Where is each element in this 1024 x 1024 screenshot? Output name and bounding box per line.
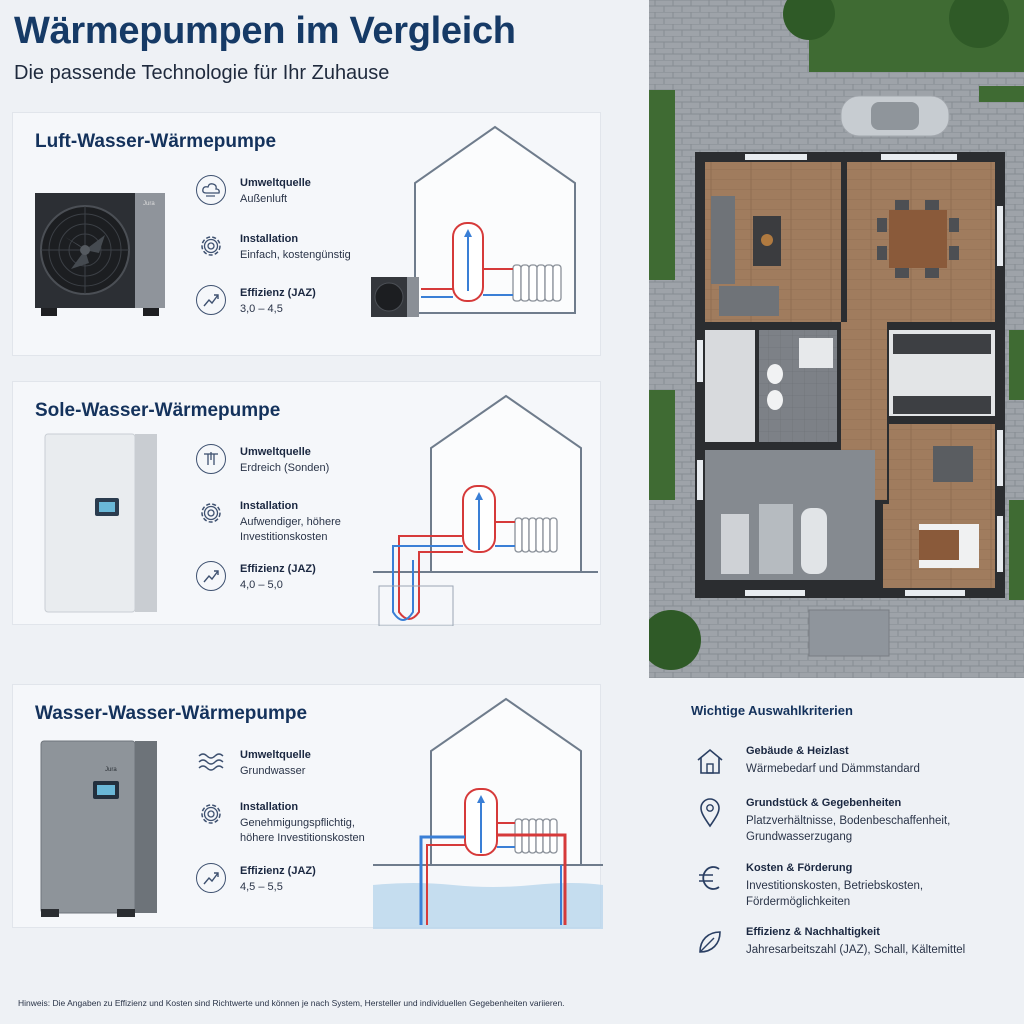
criterion-value-line2: Fördermöglichkeiten: [746, 896, 851, 908]
efficiency-value: 4,5 – 5,5: [240, 881, 283, 893]
criterion-costs: Kosten & Förderung Investitionskosten, B…: [694, 862, 1014, 910]
house-diagram-groundwater: [373, 697, 603, 929]
efficiency-label: Effizienz (JAZ): [240, 563, 316, 575]
installation-value-line1: Genehmigungspflichtig,: [240, 817, 355, 829]
source-label: Umweltquelle: [240, 749, 311, 761]
feature-efficiency: Effizienz (JAZ) 4,0 – 5,0: [196, 561, 386, 593]
gear-icon: [196, 231, 226, 261]
efficiency-chart-icon: [196, 863, 226, 893]
house-diagram-ground: [373, 394, 598, 626]
efficiency-value: 4,0 – 5,0: [240, 579, 283, 591]
criterion-value-line1: Platzverhältnisse, Bodenbeschaffenheit,: [746, 815, 951, 827]
card-title: Luft-Wasser-Wärmepumpe: [35, 131, 277, 152]
installation-value-line1: Aufwendiger, höhere: [240, 516, 341, 528]
water-waves-icon: [196, 747, 226, 777]
criteria-heading: Wichtige Auswahlkriterien: [691, 703, 853, 718]
installation-label: Installation: [240, 500, 299, 512]
source-label: Umweltquelle: [240, 446, 311, 458]
source-value: Grundwasser: [240, 765, 306, 777]
card-title: Wasser-Wasser-Wärmepumpe: [35, 703, 308, 724]
cloud-wind-icon: [196, 175, 226, 205]
feature-efficiency: Effizienz (JAZ) 3,0 – 4,5: [196, 285, 386, 317]
efficiency-label: Effizienz (JAZ): [240, 865, 316, 877]
card-brine-water: Sole-Wasser-Wärmepumpe Umweltquelle Erdr…: [12, 381, 601, 626]
card-air-water: Luft-Wasser-Wärmepumpe Jura Umweltquelle…: [12, 112, 601, 356]
house-icon: [694, 745, 726, 777]
source-value: Außenluft: [240, 193, 288, 205]
feature-source: Umweltquelle Außenluft: [196, 175, 386, 207]
efficiency-label: Effizienz (JAZ): [240, 287, 316, 299]
gear-icon: [196, 799, 226, 829]
installation-value-line2: höhere Investitionskosten: [240, 832, 365, 844]
floor-plan-image: [649, 0, 1024, 678]
card-title: Sole-Wasser-Wärmepumpe: [35, 400, 281, 421]
criterion-label: Effizienz & Nachhaltigkeit: [746, 926, 880, 938]
euro-icon: [694, 862, 726, 894]
location-pin-icon: [694, 797, 726, 829]
criterion-value-line1: Investitionskosten, Betriebskosten,: [746, 880, 924, 892]
installation-label: Installation: [240, 233, 299, 245]
installation-value: Einfach, kostengünstig: [240, 249, 351, 261]
efficiency-chart-icon: [196, 561, 226, 591]
feature-installation: Installation Einfach, kostengünstig: [196, 231, 386, 263]
feature-efficiency: Effizienz (JAZ) 4,5 – 5,5: [196, 863, 386, 895]
ground-probe-icon: [196, 444, 226, 474]
card-water-water: Wasser-Wasser-Wärmepumpe Jura Umweltquel…: [12, 684, 603, 929]
criteria-panel: Wichtige Auswahlkriterien Gebäude & Heiz…: [664, 685, 1016, 985]
installation-label: Installation: [240, 801, 299, 813]
criterion-label: Grundstück & Gegebenheiten: [746, 797, 902, 809]
feature-source: Umweltquelle Erdreich (Sonden): [196, 444, 386, 476]
efficiency-chart-icon: [196, 285, 226, 315]
criterion-label: Kosten & Förderung: [746, 862, 853, 874]
gear-icon: [196, 498, 226, 528]
criterion-value: Wärmebedarf und Dämmstandard: [746, 763, 920, 775]
device-brand: Jura: [105, 767, 117, 773]
floor-plan-drawing: [649, 0, 1024, 678]
water-heat-pump-unit: Jura: [40, 740, 157, 917]
source-label: Umweltquelle: [240, 177, 311, 189]
criterion-value: Jahresarbeitszahl (JAZ), Schall, Kältemi…: [746, 944, 966, 956]
air-heat-pump-unit: Jura: [35, 193, 165, 316]
feature-installation: Installation Genehmigungspflichtig, höhe…: [196, 799, 386, 846]
criterion-label: Gebäude & Heizlast: [746, 745, 849, 757]
efficiency-value: 3,0 – 4,5: [240, 303, 283, 315]
source-value: Erdreich (Sonden): [240, 462, 330, 474]
criterion-property: Grundstück & Gegebenheiten Platzverhältn…: [694, 797, 1014, 845]
footer-note: Hinweis: Die Angaben zu Effizienz und Ko…: [18, 998, 565, 1008]
leaf-icon: [694, 926, 726, 958]
criterion-value-line2: Grundwasserzugang: [746, 831, 853, 843]
criterion-building: Gebäude & Heizlast Wärmebedarf und Dämms…: [694, 745, 1014, 777]
feature-source: Umweltquelle Grundwasser: [196, 747, 386, 779]
page-title: Wärmepumpen im Vergleich: [14, 10, 516, 52]
feature-installation: Installation Aufwendiger, höhere Investi…: [196, 498, 386, 545]
installation-value-line2: Investitionskosten: [240, 531, 328, 543]
criterion-efficiency: Effizienz & Nachhaltigkeit Jahresarbeits…: [694, 926, 1014, 958]
page-subtitle: Die passende Technologie für Ihr Zuhause: [14, 62, 390, 84]
device-brand: Jura: [143, 201, 155, 207]
brine-heat-pump-unit: [44, 433, 157, 613]
house-diagram-air: [371, 125, 576, 317]
